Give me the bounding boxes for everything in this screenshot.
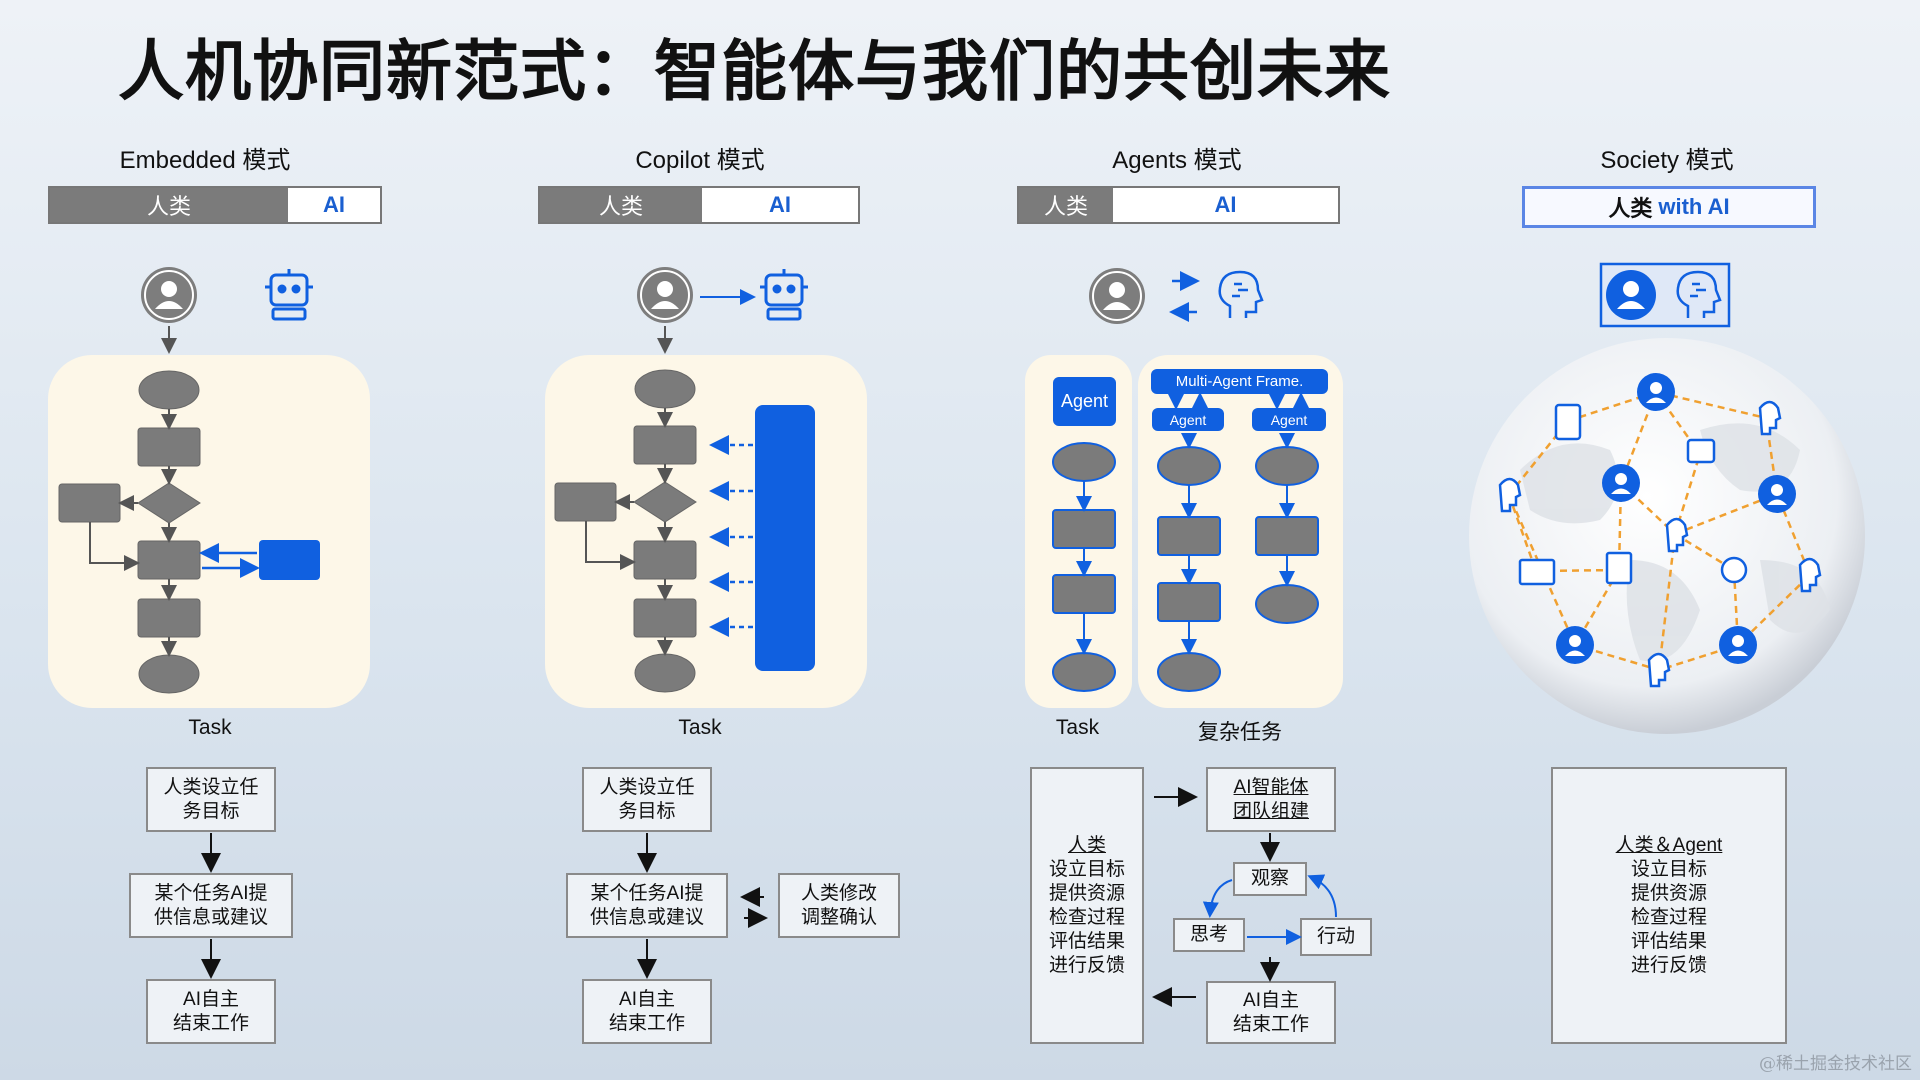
- embedded-human-icon: [140, 266, 198, 324]
- agents-human-icon: [1088, 267, 1146, 325]
- multi-agent-frame-badge: Multi-Agent Frame.: [1151, 369, 1328, 394]
- copilot-step-2: 某个任务AI提 供信息或建议: [566, 873, 728, 938]
- embedded-flow: [58, 370, 201, 694]
- embedded-task-panel: [48, 355, 370, 708]
- society-role-lines: 设立目标 提供资源 检查过程 评估结果 进行反馈: [1630, 858, 1707, 976]
- embedded-ai-segment: AI: [288, 188, 380, 222]
- copilot-ai-dashed-arrows: [709, 435, 753, 637]
- agents-exchange-arrows: [1169, 271, 1200, 322]
- agents-human-role-box: 人类 设立目标 提供资源 检查过程 评估结果 进行反馈: [1030, 767, 1144, 1044]
- agents-task-label: Task: [1055, 716, 1100, 739]
- agents-complex-flow: [1157, 446, 1319, 692]
- society-role-box: 人类＆Agent 设立目标 提供资源 检查过程 评估结果 进行反馈: [1551, 767, 1787, 1044]
- embedded-step-2: 某个任务AI提 供信息或建议: [129, 873, 293, 938]
- agents-complex-flow-arrows: [1181, 433, 1295, 655]
- page-title: 人机协同新范式：智能体与我们的共创未来: [118, 33, 1391, 110]
- agents-observe-box: 观察: [1233, 862, 1307, 896]
- embedded-title: Embedded 模式: [119, 147, 291, 174]
- embedded-task-label: Task: [188, 716, 232, 739]
- agents-act-box: 行动: [1300, 918, 1372, 956]
- copilot-ai-segment: AI: [702, 188, 858, 222]
- copilot-flow-arrows: [585, 408, 673, 656]
- agents-human-segment: 人类: [1019, 188, 1113, 222]
- copilot-step-3: AI自主 结束工作: [582, 979, 712, 1044]
- society-title: Society 模式: [1600, 147, 1734, 174]
- embedded-step-3: AI自主 结束工作: [146, 979, 276, 1044]
- embedded-robot-icon: [265, 269, 313, 321]
- society-role-title: 人类＆Agent: [1615, 834, 1723, 856]
- society-network-icons: [1498, 400, 1822, 688]
- agent-badge: Agent: [1053, 377, 1116, 426]
- society-ai-head-icon: [1676, 270, 1722, 318]
- copilot-human-icon: [636, 266, 694, 324]
- agents-human-role-title: 人类: [1067, 834, 1106, 856]
- copilot-step-1: 人类设立任 务目标: [582, 767, 712, 832]
- agents-human-role-lines: 设立目标 提供资源 检查过程 评估结果 进行反馈: [1048, 858, 1125, 976]
- sub-agent-badge-1: Agent: [1152, 408, 1224, 431]
- copilot-step-arrows: [637, 833, 768, 979]
- society-ratio-bar: 人类 with AI: [1522, 186, 1816, 228]
- copilot-task-label: Task: [678, 716, 722, 739]
- society-ai-text: with AI: [1658, 194, 1730, 219]
- copilot-ai-column: [755, 405, 815, 671]
- sub-agent-badge-2: Agent: [1252, 408, 1326, 431]
- agents-team-build-box: AI智能体 团队组建: [1206, 767, 1336, 832]
- agents-loop-arrows: [1152, 787, 1280, 1007]
- agents-ai-head-icon: [1218, 270, 1264, 318]
- embedded-human-segment: 人类: [50, 188, 288, 222]
- copilot-human-segment: 人类: [540, 188, 702, 222]
- society-human-text: 人类: [1608, 196, 1653, 221]
- embedded-flow-arrows: [89, 409, 177, 657]
- embedded-ai-arrows: [199, 543, 260, 578]
- watermark: @稀土掘金技术社区: [1759, 1054, 1912, 1074]
- agents-think-box: 思考: [1173, 918, 1245, 952]
- society-human-icon: [1606, 270, 1656, 320]
- embedded-ratio-bar: 人类 AI: [48, 186, 382, 224]
- agents-ratio-bar: 人类 AI: [1017, 186, 1340, 224]
- copilot-side-step: 人类修改 调整确认: [778, 873, 900, 938]
- agents-complex-label: 复杂任务: [1198, 721, 1282, 744]
- embedded-step-1: 人类设立任 务目标: [146, 767, 276, 832]
- agents-finish-box: AI自主 结束工作: [1206, 981, 1336, 1044]
- multi-agent-frame-arrows: [1168, 392, 1309, 410]
- copilot-flow: [554, 369, 697, 693]
- agents-ai-segment: AI: [1113, 188, 1338, 222]
- agents-title: Agents 模式: [1112, 147, 1242, 174]
- agents-cycle-arrows: [1202, 874, 1337, 945]
- copilot-robot-icon: [760, 269, 808, 321]
- copilot-ratio-bar: 人类 AI: [538, 186, 860, 224]
- copilot-title: Copilot 模式: [635, 147, 765, 174]
- embedded-ai-block: [259, 540, 320, 580]
